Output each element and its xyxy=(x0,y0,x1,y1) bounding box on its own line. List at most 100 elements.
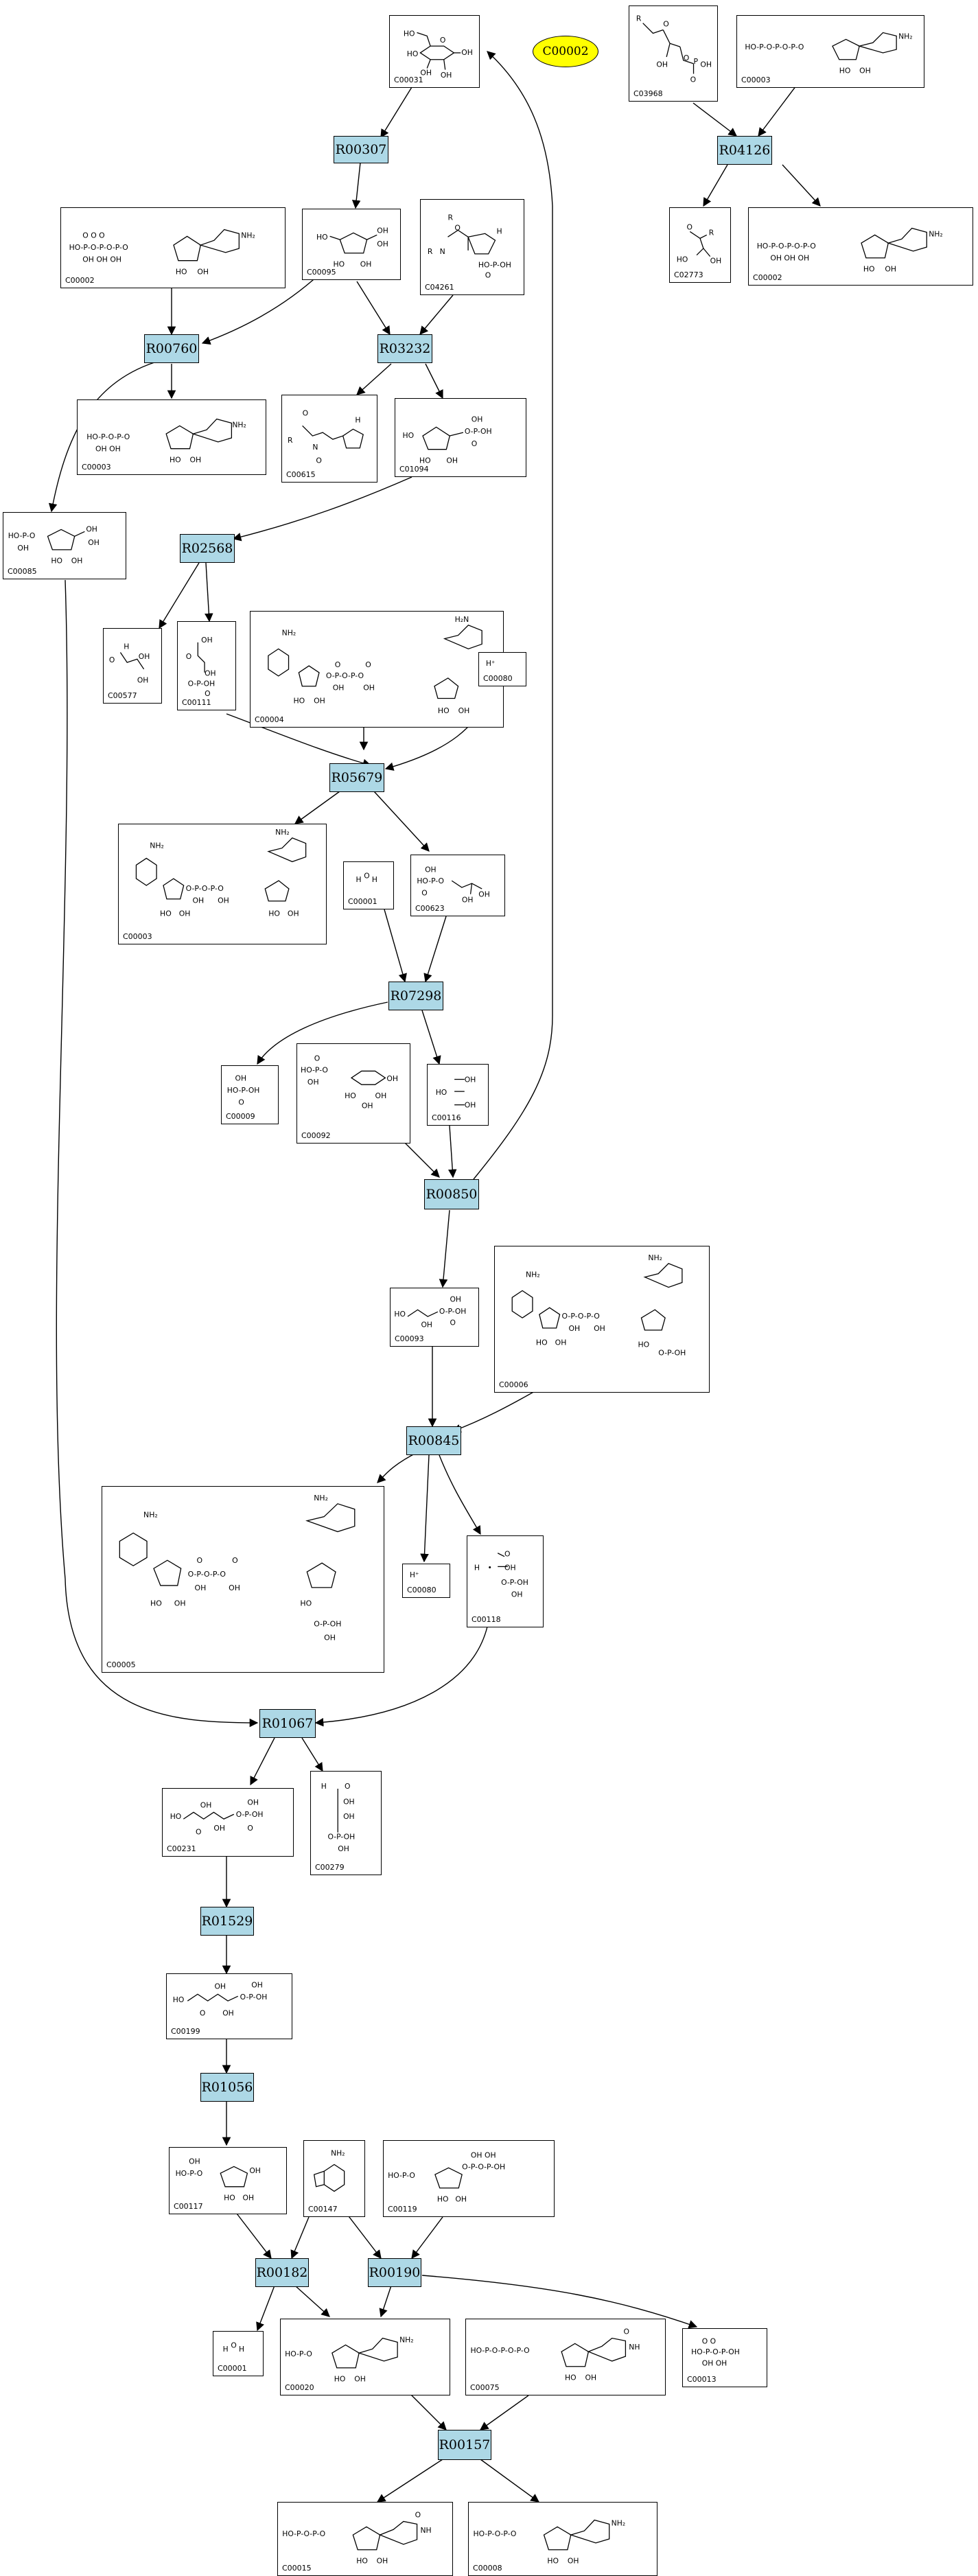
svg-text:H: H xyxy=(239,2345,244,2354)
svg-text:O-P-OH: O-P-OH xyxy=(236,1810,264,1819)
svg-text:OH: OH xyxy=(656,60,668,69)
svg-text:NH₂: NH₂ xyxy=(612,2518,626,2527)
svg-text:OH: OH xyxy=(214,1982,226,1991)
svg-text:OH: OH xyxy=(213,1824,225,1833)
reaction-R00760[interactable]: R00760 xyxy=(144,334,199,363)
reaction-R03232[interactable]: R03232 xyxy=(377,334,432,363)
svg-text:OH: OH xyxy=(193,896,205,905)
compound-id: C00006 xyxy=(499,1380,528,1389)
edge-R01067-C00231 xyxy=(250,1737,275,1786)
edge-C00623-R07298 xyxy=(423,916,447,983)
reaction-R00307[interactable]: R00307 xyxy=(334,136,388,163)
svg-text:OH: OH xyxy=(585,2373,596,2382)
edge-R05679-C00003c xyxy=(294,791,340,824)
reaction-R01067[interactable]: R01067 xyxy=(259,1709,316,1738)
structure-proton: H⁺ xyxy=(410,1571,419,1579)
reaction-R01056[interactable]: R01056 xyxy=(200,2073,254,2102)
svg-text:H⁺: H⁺ xyxy=(410,1571,419,1579)
edge-C00003a-R04126 xyxy=(758,85,797,137)
reaction-R05679[interactable]: R05679 xyxy=(329,763,384,792)
svg-text:OH: OH xyxy=(139,652,150,661)
compound-id: C00199 xyxy=(171,2027,200,2036)
reaction-R07298[interactable]: R07298 xyxy=(388,982,443,1010)
svg-text:HO-P-OH: HO-P-OH xyxy=(227,1086,260,1095)
reaction-R00845[interactable]: R00845 xyxy=(406,1426,461,1455)
svg-text:OH: OH xyxy=(307,1078,319,1087)
svg-text:H: H xyxy=(474,1563,480,1572)
compound-id: C00003 xyxy=(741,76,771,84)
reaction-R00190[interactable]: R00190 xyxy=(368,2258,421,2287)
svg-text:OH: OH xyxy=(420,68,432,77)
svg-text:O-P-OH: O-P-OH xyxy=(501,1578,528,1587)
reaction-R00157[interactable]: R00157 xyxy=(438,2430,491,2460)
compound-ellipse-C00002[interactable]: C00002 xyxy=(533,36,598,67)
svg-text:OH: OH xyxy=(354,2374,366,2383)
reaction-label: R00182 xyxy=(256,2265,308,2280)
reaction-R02568[interactable]: R02568 xyxy=(180,534,235,563)
compound-id: C00085 xyxy=(8,567,37,576)
compound-C00147[interactable]: NH₂ C00147 xyxy=(303,2140,365,2217)
reaction-R01529[interactable]: R01529 xyxy=(200,1907,254,1936)
reaction-R00182[interactable]: R00182 xyxy=(255,2258,309,2287)
compound-C00080-lower[interactable]: H⁺ C00080 xyxy=(402,1564,450,1598)
compound-id: C00013 xyxy=(687,2375,717,2384)
compound-C00080-upper[interactable]: H⁺ C00080 xyxy=(478,652,526,686)
svg-text:NH: NH xyxy=(629,2343,640,2352)
reaction-R04126[interactable]: R04126 xyxy=(717,136,772,165)
svg-text:O-P-OH: O-P-OH xyxy=(188,679,216,688)
edge-R00850-C00093 xyxy=(439,1209,450,1288)
svg-text:OH OH OH: OH OH OH xyxy=(82,255,121,264)
compound-id: C00117 xyxy=(174,2202,203,2211)
compound-id: C00080 xyxy=(483,674,513,683)
svg-text:O: O xyxy=(365,660,371,669)
compound-id: C00004 xyxy=(255,715,284,724)
svg-text:NH₂: NH₂ xyxy=(314,1494,328,1502)
svg-text:R: R xyxy=(428,247,433,256)
compound-id: C00031 xyxy=(394,76,423,84)
reaction-R00850[interactable]: R00850 xyxy=(424,1179,479,1209)
reaction-label: R01067 xyxy=(261,1716,314,1731)
svg-text:HO-P-O: HO-P-O xyxy=(417,877,444,885)
svg-text:HO-P-O-P-O-P-O: HO-P-O-P-O-P-O xyxy=(757,242,816,251)
svg-text:O: O xyxy=(205,689,210,698)
